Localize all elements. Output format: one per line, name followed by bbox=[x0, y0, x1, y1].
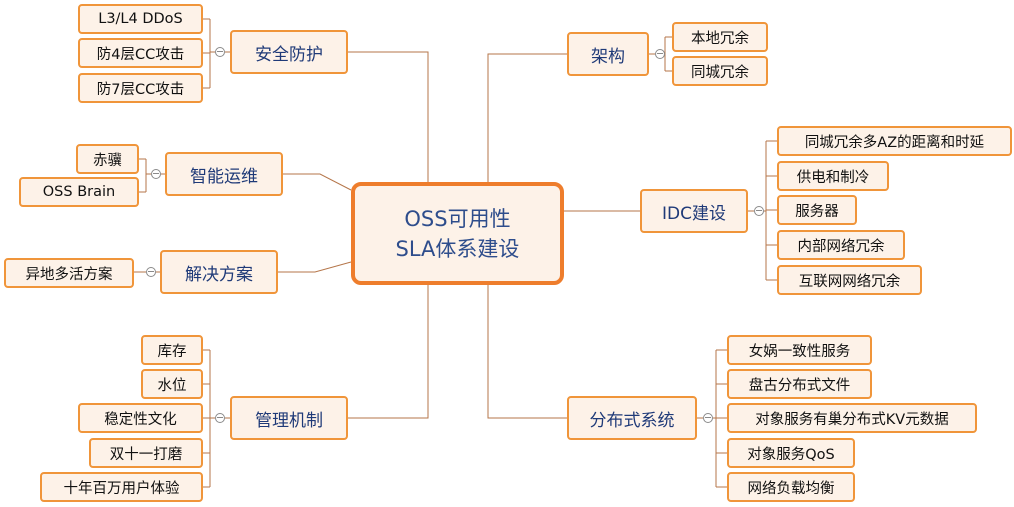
leaf-dist-nuwa[interactable]: 女娲一致性服务 bbox=[727, 335, 872, 365]
connector-line-3 bbox=[348, 285, 429, 419]
leaf-solution-multisite[interactable]: 异地多活方案 bbox=[4, 258, 134, 288]
leaf-dist-pangu[interactable]: 盘古分布式文件 bbox=[727, 369, 872, 399]
root-topic-line-2: SLA体系建设 bbox=[395, 236, 520, 261]
leaf-dist-kv-meta[interactable]: 对象服务有巢分布式KV元数据 bbox=[727, 403, 977, 433]
leaf-idc-internal-net[interactable]: 内部网络冗余 bbox=[777, 230, 905, 260]
root-topic[interactable]: OSS可用性 SLA体系建设 bbox=[351, 182, 564, 285]
collapse-toggle-security[interactable] bbox=[215, 47, 225, 57]
leaf-architecture-city[interactable]: 同城冗余 bbox=[672, 56, 768, 86]
connector-line-1 bbox=[283, 173, 352, 191]
leaf-architecture-local[interactable]: 本地冗余 bbox=[672, 22, 768, 52]
leaf-idc-internet[interactable]: 互联网网络冗余 bbox=[777, 265, 922, 295]
leaf-management-stock[interactable]: 库存 bbox=[141, 335, 203, 365]
leaf-ops-oss-brain[interactable]: OSS Brain bbox=[19, 177, 139, 207]
connector-line-2 bbox=[278, 261, 352, 273]
collapse-toggle-architecture[interactable] bbox=[655, 49, 665, 59]
leaf-management-users[interactable]: 十年百万用户体验 bbox=[40, 472, 203, 502]
collapse-toggle-ops[interactable] bbox=[151, 169, 161, 179]
leaf-dist-lb[interactable]: 网络负载均衡 bbox=[727, 472, 855, 502]
collapse-toggle-distributed[interactable] bbox=[703, 413, 713, 423]
leaf-management-double11[interactable]: 双十一打磨 bbox=[89, 438, 203, 468]
branch-solution[interactable]: 解决方案 bbox=[160, 250, 278, 294]
connector-line-0 bbox=[348, 51, 429, 182]
connector-line-6 bbox=[487, 285, 567, 419]
branch-distributed[interactable]: 分布式系统 bbox=[567, 396, 697, 440]
leaf-security-ddos[interactable]: L3/L4 DDoS bbox=[78, 4, 203, 34]
collapse-toggle-management[interactable] bbox=[215, 413, 225, 423]
leaf-idc-multi-az[interactable]: 同城冗余多AZ的距离和时延 bbox=[777, 126, 1012, 156]
connector-line-4 bbox=[487, 53, 567, 182]
root-topic-line-1: OSS可用性 bbox=[404, 206, 511, 231]
leaf-security-cc4[interactable]: 防4层CC攻击 bbox=[78, 38, 203, 68]
branch-idc[interactable]: IDC建设 bbox=[640, 189, 748, 233]
branch-management[interactable]: 管理机制 bbox=[230, 396, 348, 440]
leaf-management-watermark[interactable]: 水位 bbox=[141, 369, 203, 399]
collapse-toggle-solution[interactable] bbox=[146, 267, 156, 277]
leaf-security-cc7[interactable]: 防7层CC攻击 bbox=[78, 73, 203, 103]
leaf-management-stability[interactable]: 稳定性文化 bbox=[78, 403, 203, 433]
branch-ops[interactable]: 智能运维 bbox=[165, 152, 283, 196]
branch-architecture[interactable]: 架构 bbox=[567, 32, 649, 76]
leaf-dist-qos[interactable]: 对象服务QoS bbox=[727, 438, 855, 468]
leaf-ops-chiji[interactable]: 赤骥 bbox=[76, 144, 139, 174]
collapse-toggle-idc[interactable] bbox=[754, 206, 764, 216]
leaf-idc-power[interactable]: 供电和制冷 bbox=[777, 161, 889, 191]
branch-security[interactable]: 安全防护 bbox=[230, 30, 348, 74]
leaf-idc-servers[interactable]: 服务器 bbox=[777, 195, 857, 225]
